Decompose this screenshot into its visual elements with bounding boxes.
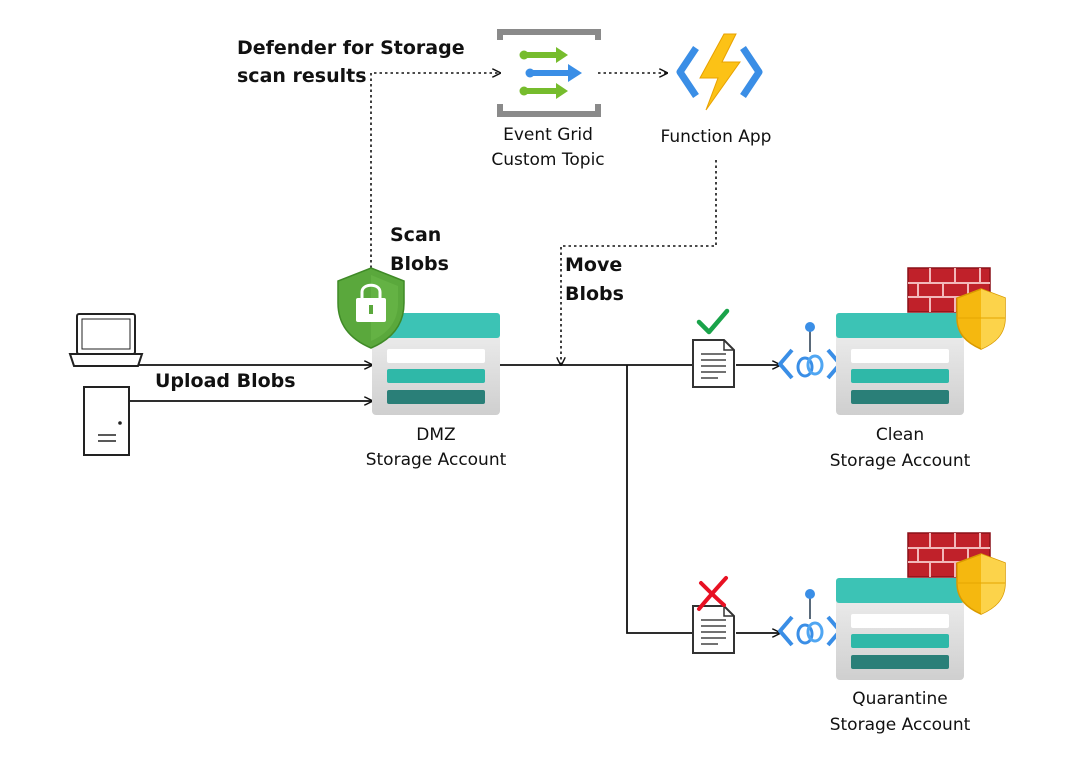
server-icon <box>83 386 130 456</box>
defender-shield-lock-icon <box>337 267 405 349</box>
quarantine-storage-account-icon <box>836 578 964 680</box>
event-grid-label-line2: Custom Topic <box>491 150 604 170</box>
event-grid-icon <box>497 29 601 117</box>
connectors <box>130 73 780 633</box>
quarantine-branch-line <box>626 365 692 634</box>
clean-storage-account-icon <box>836 313 964 415</box>
event-grid-label-line1: Event Grid <box>503 125 593 145</box>
clean-private-endpoint-icon <box>778 322 842 380</box>
scan-blobs-label-line1: Scan <box>390 224 441 246</box>
cross-icon <box>697 576 728 611</box>
defender-scan-results-label-line2: scan results <box>237 65 367 87</box>
function-app-label: Function App <box>661 127 772 147</box>
quarantine-document-icon <box>692 605 735 654</box>
clean-document-icon <box>692 339 735 388</box>
dmz-storage-account-icon <box>372 313 500 415</box>
upload-blobs-label: Upload Blobs <box>155 370 296 392</box>
clean-security-shield-icon <box>956 288 1006 350</box>
quarantine-private-endpoint-icon <box>778 589 842 647</box>
laptop-icon <box>68 313 144 367</box>
quarantine-storage-label-line1: Quarantine <box>852 689 947 709</box>
clean-storage-label-line2: Storage Account <box>830 451 971 471</box>
checkmark-icon <box>696 308 730 335</box>
quarantine-storage-label-line2: Storage Account <box>830 715 971 735</box>
dmz-storage-label-line1: DMZ <box>416 425 455 445</box>
move-blobs-label-line2: Blobs <box>565 283 624 305</box>
scan-results-connector <box>370 73 500 268</box>
scan-blobs-label-line2: Blobs <box>390 253 449 275</box>
move-blobs-label-line1: Move <box>565 254 622 276</box>
quarantine-security-shield-icon <box>956 553 1006 615</box>
function-app-icon <box>676 33 763 111</box>
dmz-storage-label-line2: Storage Account <box>366 450 507 470</box>
clean-storage-label-line1: Clean <box>876 425 924 445</box>
defender-scan-results-label-line1: Defender for Storage <box>237 37 465 59</box>
